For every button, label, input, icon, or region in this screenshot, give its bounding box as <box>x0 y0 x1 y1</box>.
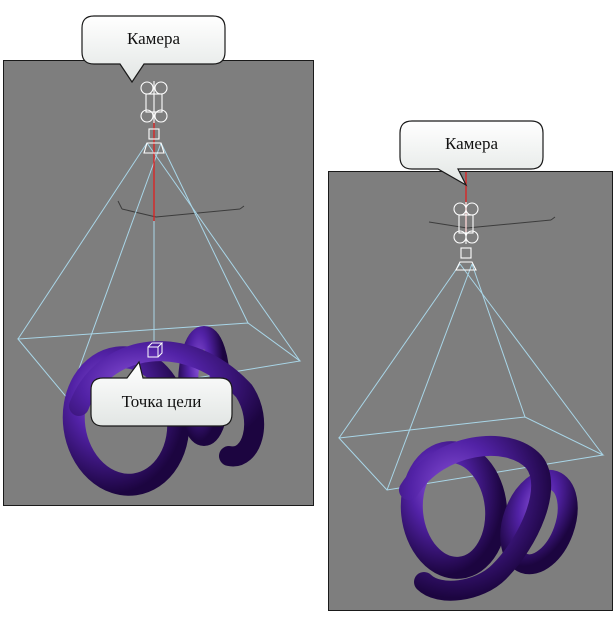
target-label: Точка цели <box>121 392 202 411</box>
camera-callout-left: Камера <box>81 14 227 84</box>
camera-label-right: Камера <box>444 134 498 153</box>
right-viewport <box>328 171 613 611</box>
right-camera-icon <box>453 202 479 271</box>
callout-bubble <box>81 15 226 84</box>
camera-callout-right: Камера <box>399 119 545 189</box>
camera-label-left: Камера <box>126 29 180 48</box>
target-point-marker <box>147 342 164 358</box>
target-callout: Точка цели <box>90 360 236 430</box>
left-camera-icon <box>140 81 168 154</box>
left-camera-frustum <box>16 142 302 400</box>
right-knot <box>399 435 578 601</box>
left-viewport <box>3 60 314 506</box>
right-axis-lines <box>428 216 556 229</box>
callout-bubble <box>399 120 544 187</box>
left-axis-lines <box>117 200 245 218</box>
right-scene <box>337 172 605 601</box>
callout-bubble <box>90 360 233 427</box>
left-scene <box>16 81 302 496</box>
right-camera-frustum <box>337 263 605 491</box>
